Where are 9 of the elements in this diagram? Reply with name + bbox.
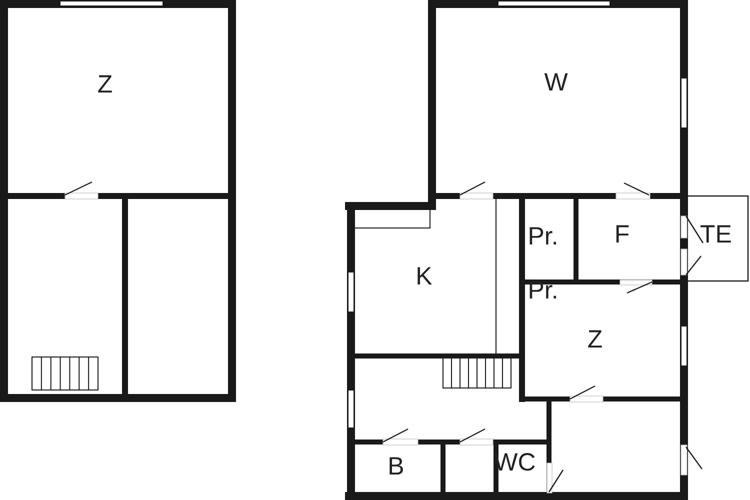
- room-label: W: [544, 70, 568, 96]
- room-label: Pr.: [528, 224, 558, 250]
- room-label: Z: [587, 328, 603, 352]
- room-label: Pr.: [528, 278, 558, 304]
- room-label: Z: [97, 72, 113, 98]
- room-label: TE: [700, 222, 732, 248]
- room-label: B: [388, 454, 404, 480]
- room-label: K: [416, 264, 432, 290]
- room-label: F: [614, 222, 630, 248]
